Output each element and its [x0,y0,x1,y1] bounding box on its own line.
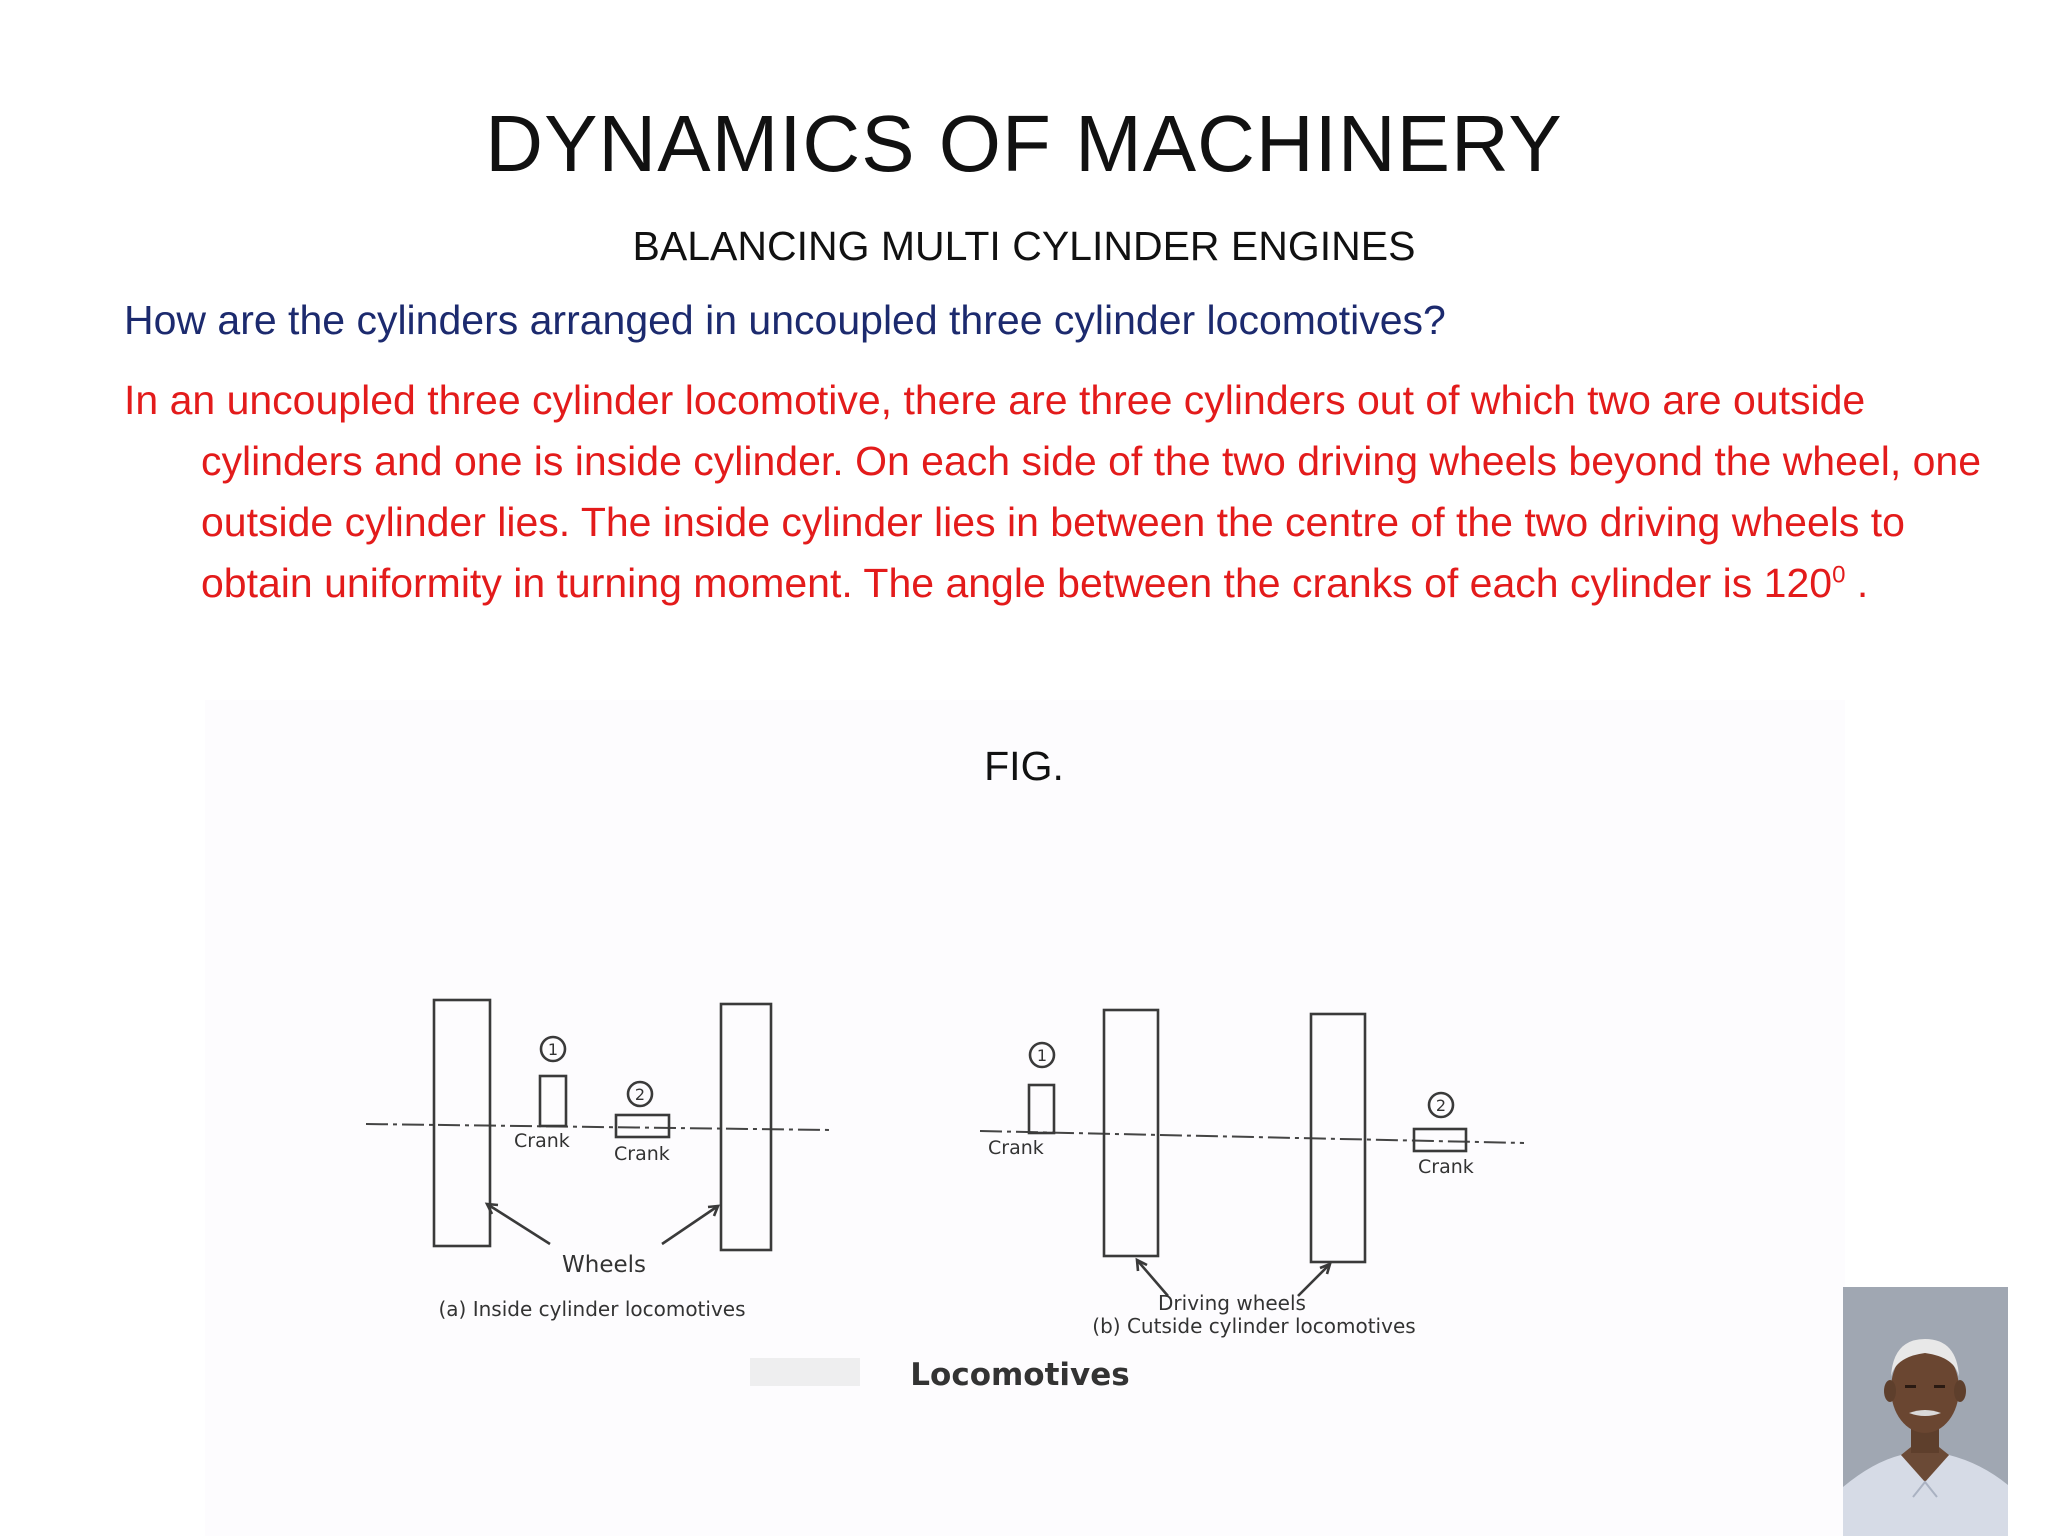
wheel-left-1 [432,998,492,1248]
axle-centerline-right [979,1130,1525,1144]
driving-wheel-right-1 [1102,1008,1160,1258]
driving-wheel-right-2 [1309,1012,1367,1264]
crank-2-number-right: 2 [1436,1096,1446,1115]
crank-1-number-right: 1 [1037,1046,1047,1065]
question-text: How are the cylinders arranged in uncoup… [124,297,1446,343]
crank-1-label-right: Crank [988,1137,1044,1159]
crank-1-marker-left [539,1035,567,1063]
caption-outside-cylinder: (b) Cutside cylinder locomotives [1092,1314,1415,1338]
crank-1-marker-right [1028,1041,1056,1069]
wheels-arrowhead-left-2 [707,1204,721,1217]
crank-1-arm-right [1027,1083,1056,1135]
wheels-arrowhead-left-1 [484,1202,499,1215]
wheels-pointer-left-1 [486,1202,551,1246]
driving-wheels-arrowhead-2 [1319,1261,1333,1275]
crank-2-marker-left [626,1080,654,1108]
crank-1-number-left: 1 [548,1040,558,1059]
figure-label: FIG. [984,743,1064,789]
answer-paragraph: In an uncoupled three cylinder locomotiv… [124,370,2001,614]
wheels-label-left: Wheels [562,1252,646,1278]
driving-wheels-pointer-1 [1136,1259,1169,1297]
axle-centerline-left [365,1123,831,1131]
crank-2-marker-right [1427,1091,1455,1119]
degree-superscript: 0 [1832,561,1846,589]
driving-wheels-arrowhead-1 [1135,1257,1148,1272]
presenter-photo [1843,1287,2008,1536]
wheels-pointer-left-2 [661,1204,719,1246]
crank-2-arm-left [614,1113,671,1139]
presenter-portrait-image [1843,1287,2008,1536]
driving-wheels-label: Driving wheels [1158,1291,1306,1315]
crank-2-number-left: 2 [635,1085,645,1104]
crank-2-label-right: Crank [1418,1156,1474,1178]
crank-2-arm-right [1412,1127,1468,1153]
answer-end: . [1845,560,1869,606]
driving-wheels-pointer-2 [1297,1263,1331,1297]
scan-smudge [750,1358,860,1386]
slide-title: DYNAMICS OF MACHINERY [485,99,1563,188]
answer-text: In an uncoupled three cylinder locomotiv… [124,377,1982,606]
wheel-left-2 [719,1002,773,1252]
crank-2-label-left: Crank [614,1143,670,1165]
inside-cylinder-diagram: 1 2 Crank Crank Wheels (a) Inside cylind… [365,998,831,1321]
figure-area [205,700,1845,1536]
crank-1-arm-left [538,1074,568,1128]
slide-subtitle: BALANCING MULTI CYLINDER ENGINES [632,223,1416,269]
caption-inside-cylinder: (a) Inside cylinder locomotives [438,1297,745,1321]
crank-1-label-left: Crank [514,1130,570,1152]
figure-caption: Locomotives [910,1357,1129,1393]
outside-cylinder-diagram: 1 Crank 2 Crank Driving wheels (b) Cutsi… [979,1008,1525,1338]
